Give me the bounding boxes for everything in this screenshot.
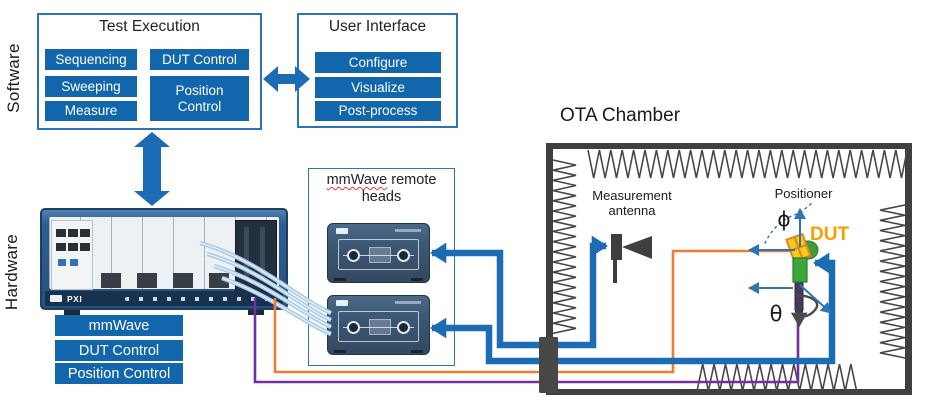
head-panel-line xyxy=(343,254,414,256)
rf-connector xyxy=(347,320,360,334)
dut-rf-path xyxy=(430,252,836,365)
software-hardware-arrow xyxy=(134,132,170,206)
block-post-process: Post-process xyxy=(315,101,441,121)
remote-heads-title-word: mmWave xyxy=(326,172,388,188)
positioner-assembly xyxy=(785,232,819,328)
theta-rotation-arrow xyxy=(790,294,819,328)
block-position-control: Position Control xyxy=(150,76,249,121)
absorber-top xyxy=(587,149,908,179)
phi-tilt-dash xyxy=(799,202,813,214)
head-foot xyxy=(334,350,346,353)
ni-logo xyxy=(336,228,348,234)
positioner-label: Positioner xyxy=(774,186,833,201)
test-execution-title: Test Execution xyxy=(99,18,200,35)
head-panel xyxy=(338,239,419,270)
head-model-text xyxy=(395,229,421,232)
block-visualize: Visualize xyxy=(315,77,441,98)
dut-mount xyxy=(792,257,808,283)
dut-control-line xyxy=(273,249,790,374)
ni-logo xyxy=(336,300,348,306)
label-position-control: Position Control xyxy=(55,363,183,384)
label-dut-control: DUT Control xyxy=(55,340,183,361)
ni-logo xyxy=(50,295,62,302)
rf-connector xyxy=(397,320,410,334)
dut-axes xyxy=(748,202,832,314)
chassis-foot xyxy=(64,310,80,315)
dut-label: DUT xyxy=(810,224,850,245)
absorber-left xyxy=(552,159,577,335)
dut-patch xyxy=(785,232,812,263)
pxi-chassis: PXI xyxy=(40,208,288,310)
block-measure: Measure xyxy=(45,101,137,121)
phi-arc xyxy=(763,213,798,246)
testexec-ui-arrow xyxy=(263,66,310,92)
block-configure: Configure xyxy=(315,52,441,73)
absorber-zigzags xyxy=(552,149,908,392)
cable-feedthrough xyxy=(539,337,558,393)
chassis-base-dots xyxy=(125,297,273,301)
chamber-walls xyxy=(546,143,912,395)
chassis-modules xyxy=(49,217,279,294)
phi-angle-symbol: ϕ xyxy=(777,207,791,231)
chassis-base: PXI xyxy=(45,291,283,306)
remote-heads-title-rest: remote heads xyxy=(361,172,437,206)
head-foot xyxy=(411,278,423,281)
measurement-antenna-label: Measurement antenna xyxy=(592,188,672,218)
rf-connector xyxy=(347,248,360,262)
user-interface-title: User Interface xyxy=(328,18,427,35)
head-foot xyxy=(411,350,423,353)
head-panel xyxy=(338,311,419,342)
block-dut-control: DUT Control xyxy=(150,49,249,70)
measurement-antenna-icon xyxy=(611,234,652,283)
ota-chamber-title: OTA Chamber xyxy=(560,105,681,126)
head-center-block xyxy=(368,246,391,263)
head-center-block xyxy=(368,318,391,335)
head-foot xyxy=(334,278,346,281)
absorber-bottom xyxy=(696,363,858,392)
theta-angle-symbol: θ xyxy=(769,302,783,326)
rf-cables xyxy=(199,240,332,337)
position-control-line xyxy=(253,298,800,384)
chassis-slot-connectors xyxy=(101,273,235,288)
remote-head-1 xyxy=(327,223,430,283)
rf-connector xyxy=(397,248,410,262)
head-model-text xyxy=(395,301,421,304)
block-sequencing: Sequencing xyxy=(45,49,137,70)
head-panel-line xyxy=(343,326,414,328)
absorber-right xyxy=(879,204,906,359)
remote-heads-title: mmWave remote heads xyxy=(310,172,453,206)
remote-head-2 xyxy=(327,295,430,355)
pxi-brand-label: PXI xyxy=(67,294,83,304)
chassis-controller-module xyxy=(51,220,93,290)
axis-diagonal-arrow xyxy=(799,284,832,314)
label-mmwave: mmWave xyxy=(55,315,183,336)
block-sweeping: Sweeping xyxy=(45,76,137,97)
